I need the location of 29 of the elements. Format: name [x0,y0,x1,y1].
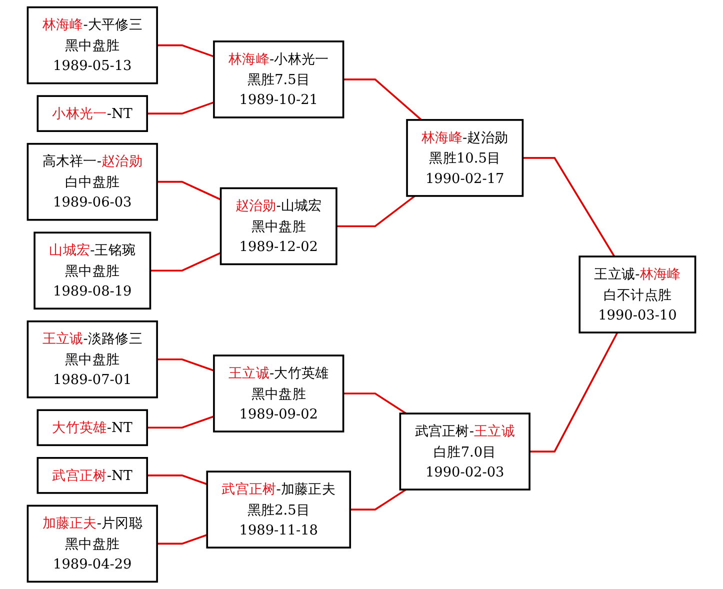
bracket-line [147,101,214,114]
bracket-line [157,358,214,372]
match-box: 武宫正树-加藤正夫 黑胜2.5目 1989-11-18 [206,470,352,548]
bracket-line [343,78,422,121]
bracket-line [336,195,416,228]
match-box: 山城宏-王铭琬 黑中盘胜 1989-08-19 [34,232,152,310]
bracket-line [157,180,222,200]
match-box: 小林光一-NT [36,95,148,132]
bracket-line [147,474,208,486]
match-box: 赵治勋-山城宏 黑中盘胜 1989-12-02 [220,187,338,266]
bracket-line [157,44,214,58]
match-box: 林海峰-赵治勋 黑胜10.5目 1990-02-17 [406,119,524,197]
match-box: 高木祥一-赵治勋 白中盘胜 1989-06-03 [26,142,158,221]
bracket-line [343,392,407,414]
match-box: 加藤正夫-片冈聪 黑中盘胜 1989-04-29 [26,504,158,583]
match-box: 武宫正树-NT [36,457,148,494]
match-box: 大竹英雄-NT [36,409,148,446]
match-box: 王立诚-淡路修三 黑中盘胜 1989-07-01 [26,320,158,398]
bracket-line [530,332,618,452]
match-box: 王立诚-大竹英雄 黑中盘胜 1989-09-02 [213,354,344,432]
match-box: 王立诚-林海峰 白不计点胜 1990-03-10 [578,256,696,334]
bracket-line [150,252,222,272]
match-box: 武宫正树-王立诚 白胜7.0目 1990-02-03 [399,412,530,490]
bracket-line [522,157,616,257]
bracket-line [157,534,208,545]
match-box: 林海峰-大平修三 黑中盘胜 1989-05-13 [26,6,158,84]
bracket-line [147,416,214,429]
bracket-line [350,488,407,510]
match-box: 林海峰-小林光一 黑胜7.5目 1989-10-21 [213,40,344,118]
